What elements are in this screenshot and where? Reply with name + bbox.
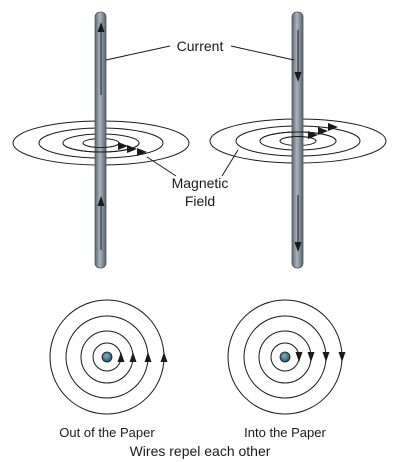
into-arrows (295, 352, 346, 362)
field-arrow-icon (137, 148, 147, 156)
field-arrow-icon (322, 352, 330, 362)
current-label: Current (177, 38, 224, 54)
current-up-arrow-icon (97, 22, 105, 32)
wire-in-dot-icon (279, 351, 291, 363)
current-label-group: Current (105, 38, 295, 61)
caption: Wires repel each other (130, 443, 271, 459)
field-arrow-icon (144, 352, 152, 362)
field-arrow-icon (318, 127, 328, 135)
field-arrow-icon (308, 131, 318, 139)
field-arrow-icon (127, 145, 137, 153)
out-of-paper-label: Out of the Paper (59, 425, 155, 440)
wire-out-dot-icon (101, 351, 113, 363)
magnetic-label: Magnetic (172, 175, 229, 191)
field-arrow-icon (328, 123, 338, 131)
right-wire-group (209, 11, 387, 269)
into-paper-label: Into the Paper (244, 425, 326, 440)
field-label: Field (185, 193, 215, 209)
current-down-arrow-icon (294, 242, 302, 252)
field-arrow-icon (295, 352, 303, 362)
field-arrow-icon (338, 352, 346, 362)
field-arrow-icon (117, 352, 125, 362)
field-arrow-icon (160, 352, 168, 362)
field-arrow-icon (129, 352, 137, 362)
left-wire-group (12, 11, 190, 269)
field-arrow-icon (307, 352, 315, 362)
out-arrows (117, 352, 168, 362)
current-up-arrow-icon (97, 196, 105, 206)
magnetic-field-label-group: Magnetic Field (146, 149, 239, 209)
right-wire (291, 11, 304, 269)
field-arrow-icon (118, 142, 128, 150)
current-down-arrow-icon (294, 72, 302, 82)
